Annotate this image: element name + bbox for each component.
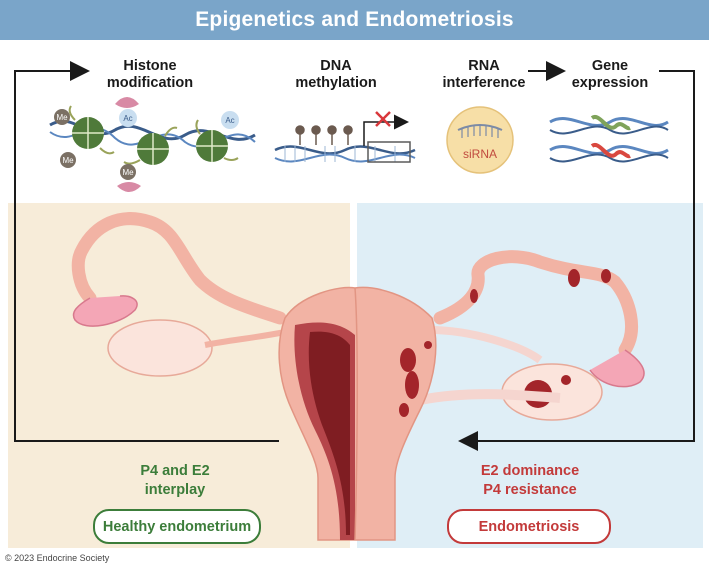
endometriosis-caption-line1: E2 dominance xyxy=(480,463,580,479)
healthy-caption-line2: interplay xyxy=(144,482,206,498)
copyright-notice: © 2023 Endocrine Society xyxy=(5,553,110,563)
me-mark-label: Me xyxy=(62,156,74,165)
endometriosis-caption: E2 dominance P4 resistance xyxy=(440,462,620,500)
healthy-caption-line1: P4 and E2 xyxy=(140,463,210,479)
rna-interference-label: RNA interference xyxy=(442,58,526,91)
me-mark-label: Me xyxy=(56,113,68,122)
dna-methylation-icon xyxy=(274,111,416,163)
uterus xyxy=(278,286,437,541)
sirna-label: siRNA xyxy=(463,147,497,161)
healthy-reproductive-organs xyxy=(71,212,287,377)
healthy-endometrium-badge: Healthy endometrium xyxy=(93,509,261,544)
gene-expression-label: Gene expression xyxy=(571,58,649,91)
ac-mark-label: Ac xyxy=(123,114,132,123)
gene-expression-icon xyxy=(549,115,669,163)
histone-modification-label: Histone modification xyxy=(106,58,194,91)
sirna-icon: siRNA xyxy=(446,106,514,174)
endometriosis-reproductive-organs xyxy=(419,250,645,421)
histone-nucleosome-icon: Me Me Ac Me Ac xyxy=(49,97,256,192)
me-mark-label: Me xyxy=(122,168,134,177)
endometriosis-caption-line2: P4 resistance xyxy=(483,482,577,498)
ac-mark-label: Ac xyxy=(225,116,234,125)
title-banner: Epigenetics and Endometriosis xyxy=(0,0,709,40)
feedback-loop-arrows xyxy=(14,61,695,451)
endometriosis-badge: Endometriosis xyxy=(447,509,611,544)
page-title: Epigenetics and Endometriosis xyxy=(195,8,514,31)
dna-methylation-label: DNA methylation xyxy=(295,58,377,91)
healthy-caption: P4 and E2 interplay xyxy=(90,462,260,500)
